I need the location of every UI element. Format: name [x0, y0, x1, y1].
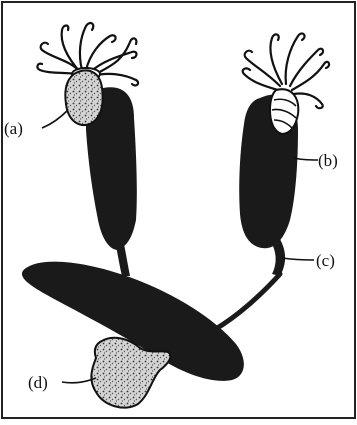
- label-a: (a): [4, 119, 23, 138]
- label-c: (c): [316, 251, 335, 270]
- structure-a: [65, 70, 102, 125]
- label-d: (d): [28, 373, 48, 392]
- label-b: (b): [318, 151, 338, 170]
